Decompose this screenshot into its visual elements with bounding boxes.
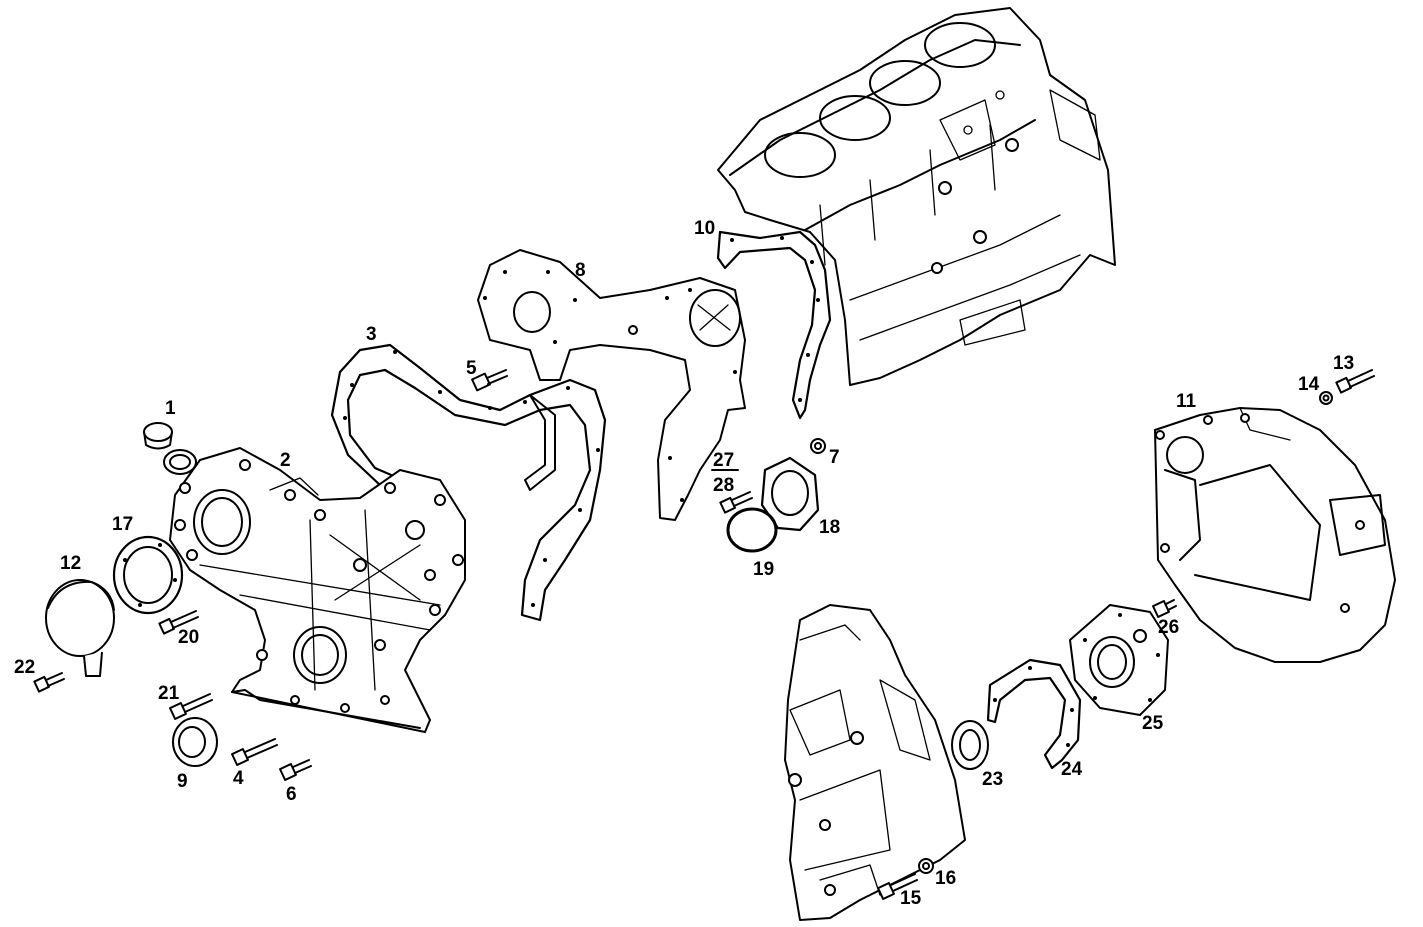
callout-6: 6 — [286, 784, 297, 805]
gasket-18 — [760, 456, 820, 532]
nut-7 — [810, 438, 826, 454]
callout-8: 8 — [575, 260, 586, 281]
seal-carrier-25 — [1069, 604, 1169, 716]
callout-17: 17 — [112, 514, 133, 535]
washer-16 — [918, 858, 934, 874]
callout-25: 25 — [1142, 713, 1164, 734]
callout-24: 24 — [1061, 759, 1083, 780]
gasket-10 — [716, 230, 832, 420]
flywheel-housing-11 — [1154, 407, 1396, 663]
engine-block-top — [717, 7, 1116, 386]
bolt-20 — [158, 610, 199, 635]
gasket-24 — [986, 658, 1082, 770]
bolt-5 — [471, 369, 508, 392]
bolt-27-28 — [719, 491, 753, 514]
callout-5: 5 — [466, 358, 477, 379]
callout-28: 28 — [713, 475, 734, 496]
callout-16: 16 — [935, 868, 956, 889]
callout-2: 2 — [280, 450, 291, 471]
washer-14 — [1319, 391, 1333, 405]
callout-20: 20 — [178, 627, 199, 648]
bolt-15 — [877, 873, 918, 900]
plug-1 — [143, 422, 197, 475]
engine-block-bottom — [784, 604, 966, 921]
callout-9: 9 — [177, 771, 188, 792]
callout-10: 10 — [694, 218, 715, 239]
callout-26: 26 — [1158, 617, 1179, 638]
callout-22: 22 — [14, 657, 35, 678]
cover-12 — [45, 579, 115, 677]
o-ring-19 — [726, 507, 778, 553]
callout-12: 12 — [60, 553, 81, 574]
plate-8 — [477, 249, 746, 521]
callout-18: 18 — [819, 517, 840, 538]
callout-21: 21 — [158, 683, 180, 704]
seal-9 — [172, 717, 218, 767]
bolt-13 — [1335, 369, 1375, 394]
bolt-26 — [1152, 599, 1177, 618]
gasket-3 — [330, 343, 607, 622]
gasket-17 — [112, 535, 184, 615]
seal-23 — [951, 720, 989, 770]
bolt-6 — [279, 759, 312, 781]
callout-27: 27 — [713, 450, 734, 471]
callout-14: 14 — [1298, 374, 1320, 395]
bolt-22 — [33, 672, 65, 693]
callout-7: 7 — [829, 447, 840, 468]
bolt-21 — [169, 693, 213, 720]
callout-3: 3 — [366, 324, 377, 345]
timing-cover-2 — [169, 447, 466, 733]
bolt-4 — [231, 738, 278, 766]
callout-23: 23 — [982, 769, 1003, 790]
callout-11: 11 — [1176, 391, 1197, 412]
callout-15: 15 — [900, 888, 922, 909]
callout-13: 13 — [1333, 353, 1354, 374]
callout-4: 4 — [233, 768, 244, 789]
callout-1: 1 — [165, 398, 176, 419]
callout-19: 19 — [753, 559, 774, 580]
